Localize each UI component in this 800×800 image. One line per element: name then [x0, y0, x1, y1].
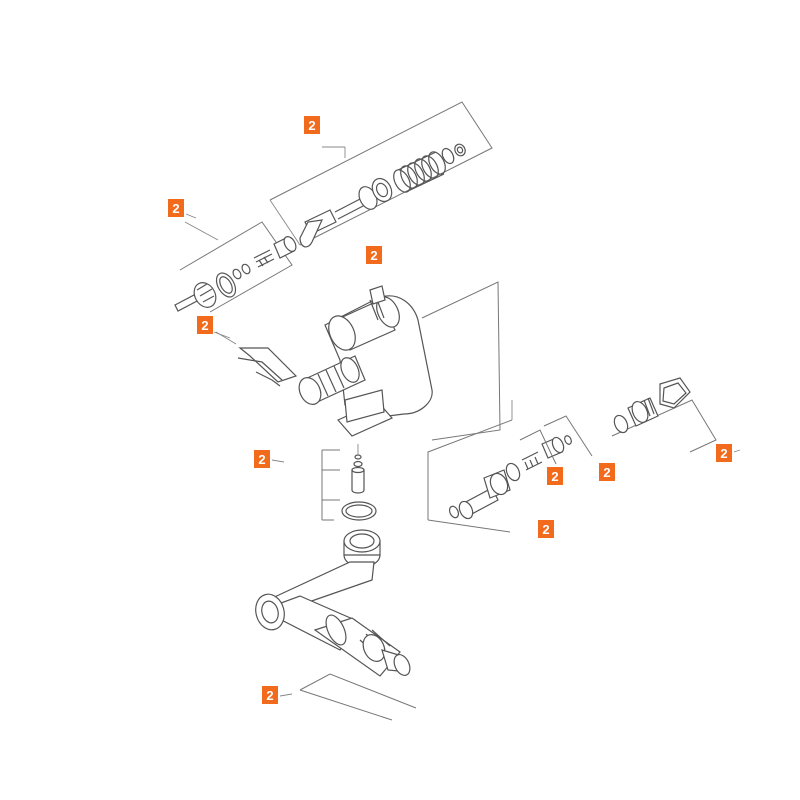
callout-valve-pin[interactable]: 2 [254, 450, 270, 468]
callout-outlet-elbow[interactable]: 2 [262, 686, 278, 704]
callout-left-valve-assembly[interactable]: 2 [168, 199, 184, 217]
top-spring [393, 151, 446, 193]
svg-text:2: 2 [603, 465, 610, 480]
svg-text:2: 2 [172, 201, 179, 216]
svg-text:2: 2 [308, 118, 315, 133]
callout-housing-top-fitting[interactable]: 2 [366, 246, 382, 264]
callout-check-valve-assembly[interactable]: 2 [538, 520, 554, 538]
svg-text:2: 2 [551, 469, 558, 484]
retaining-clip [215, 331, 298, 387]
top-valve-assembly [269, 101, 493, 248]
svg-text:2: 2 [720, 446, 727, 461]
svg-text:2: 2 [370, 248, 377, 263]
valve-pin-assembly [321, 444, 377, 521]
callout-check-valve-cap[interactable]: 2 [599, 463, 615, 481]
svg-text:2: 2 [201, 318, 208, 333]
left-valve-assembly [174, 221, 297, 313]
svg-text:2: 2 [258, 452, 265, 467]
callout-check-valve-spring[interactable]: 2 [547, 467, 563, 485]
outlet-elbow-assembly [255, 529, 417, 721]
callout-plug-with-seal[interactable]: 2 [716, 444, 732, 462]
plug-with-seal [611, 377, 717, 453]
pump-housing [298, 281, 501, 441]
svg-text:2: 2 [542, 522, 549, 537]
callout-retaining-clip[interactable]: 2 [197, 316, 213, 334]
check-valve-assembly [427, 400, 593, 533]
svg-text:2: 2 [266, 688, 273, 703]
callout-top-valve-assembly[interactable]: 2 [304, 116, 320, 134]
